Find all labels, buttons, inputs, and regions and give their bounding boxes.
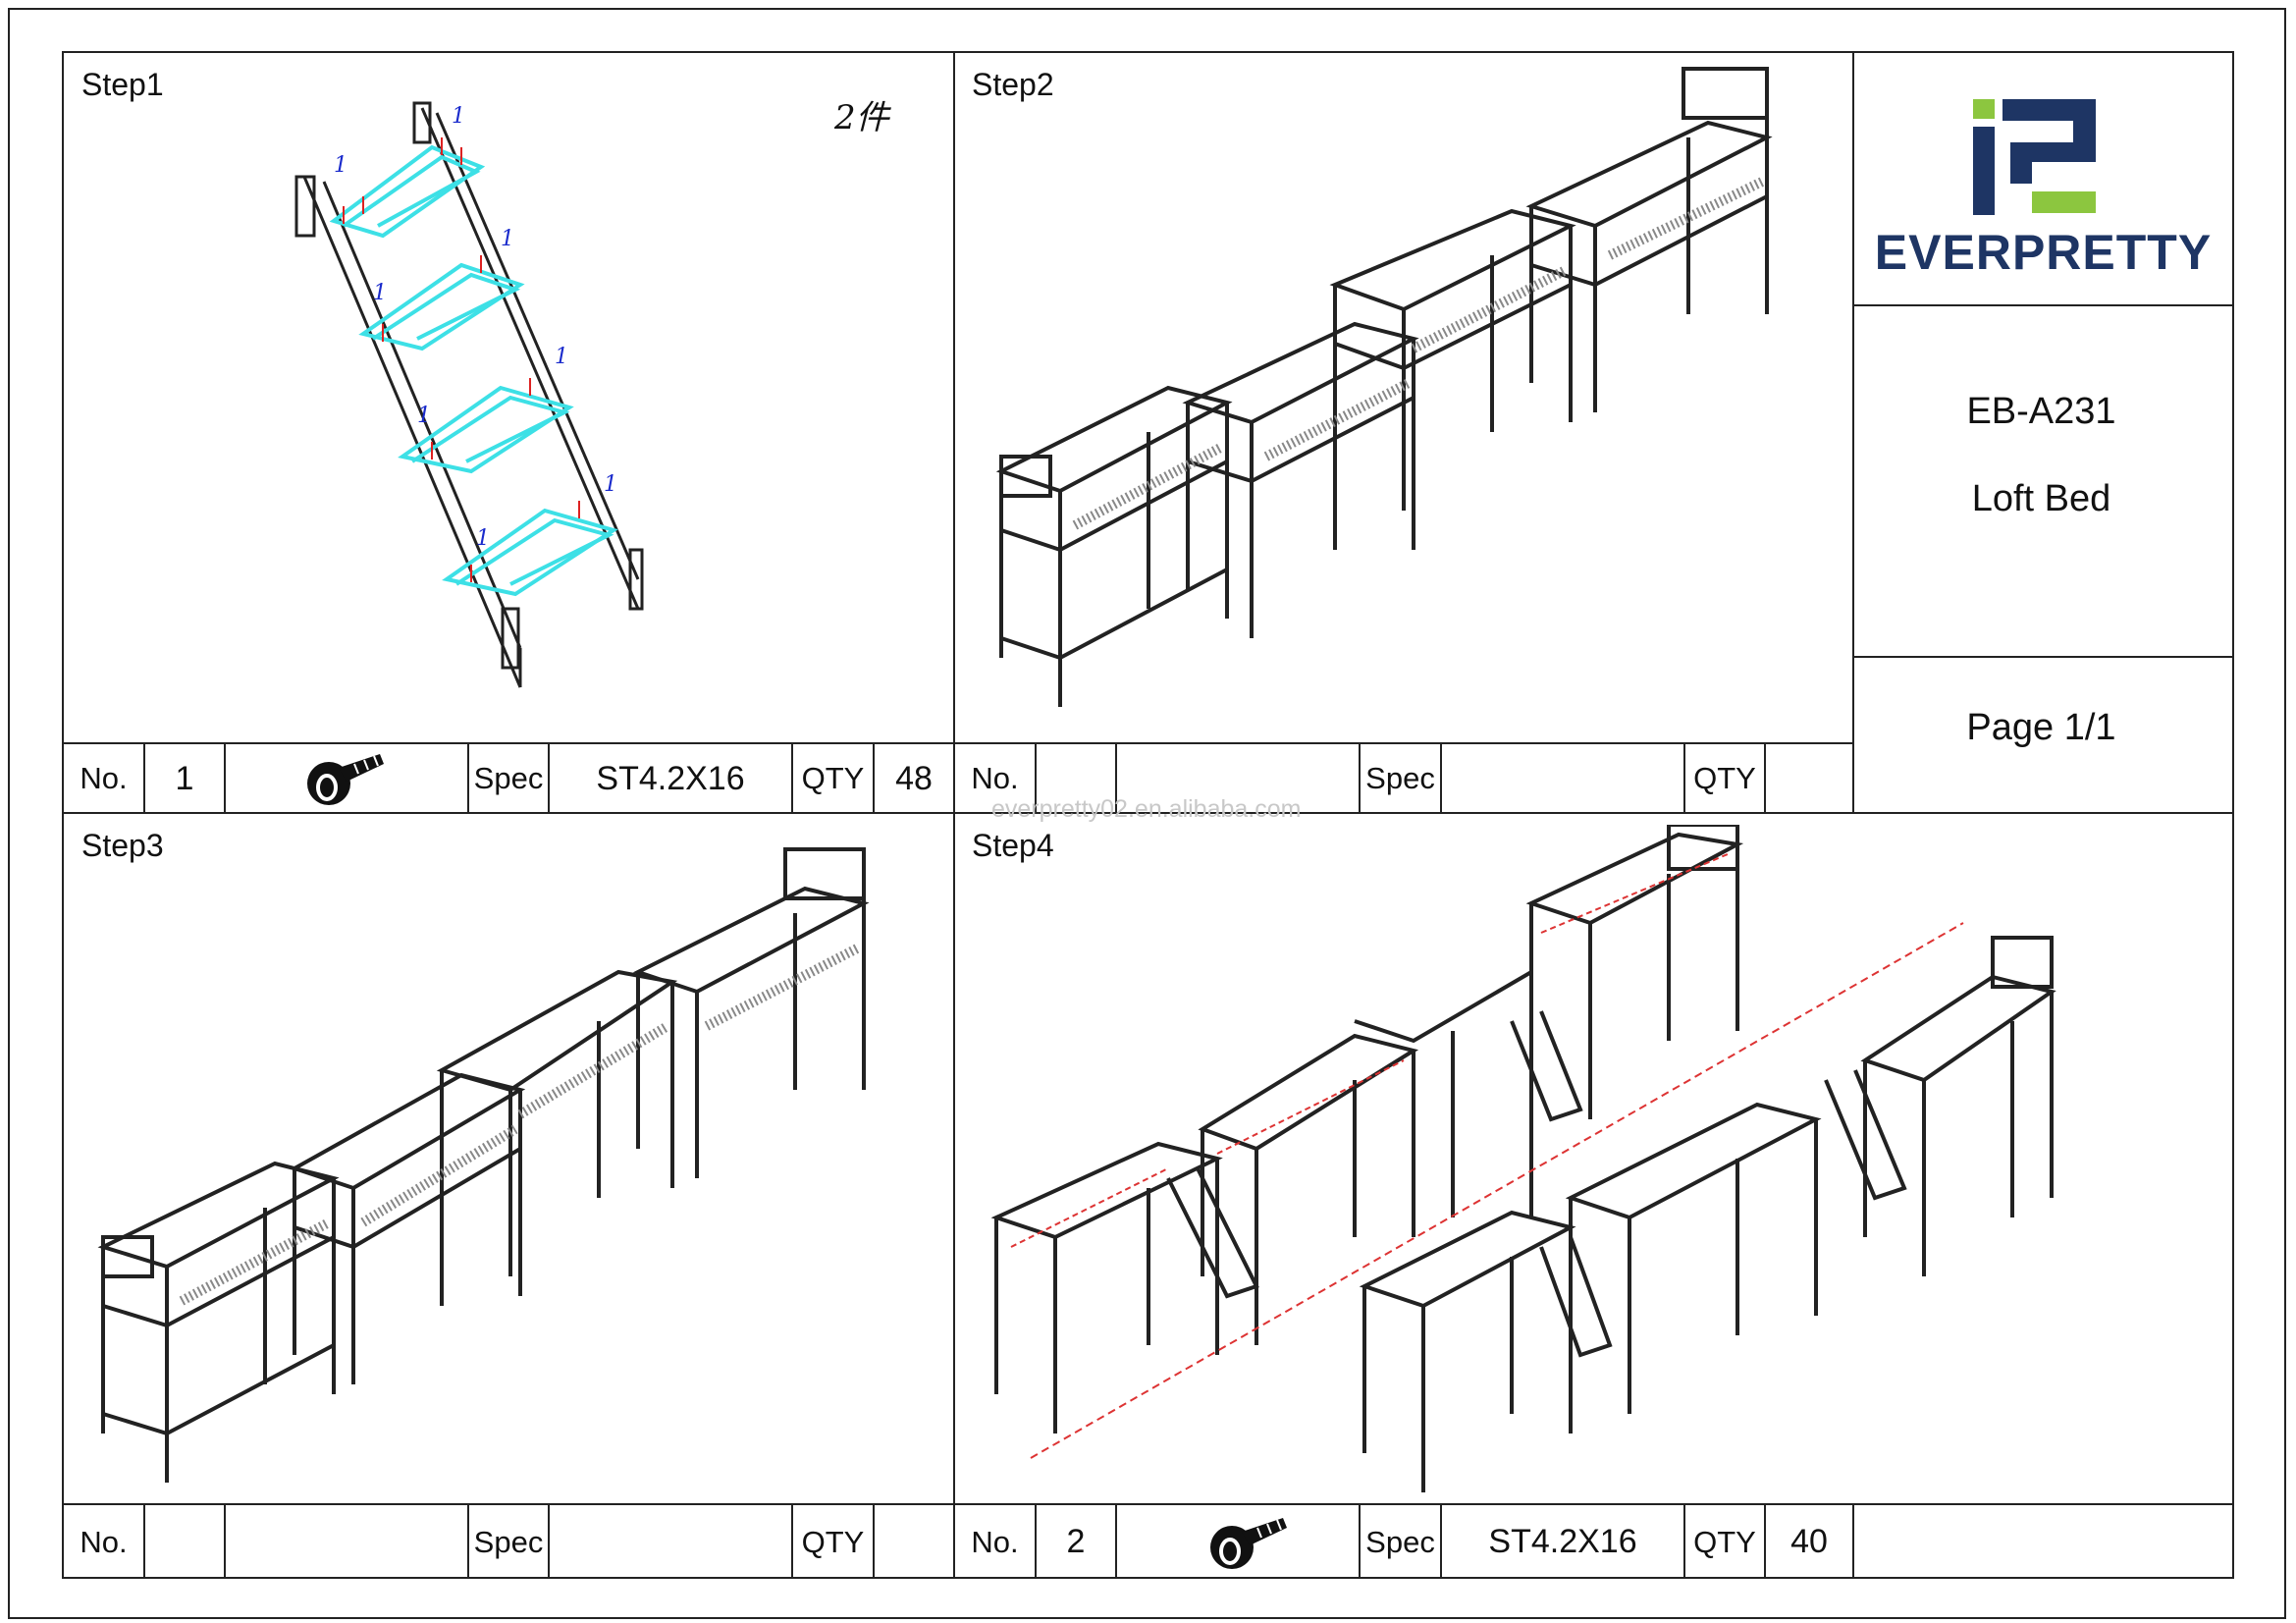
spec-value: ST4.2X16 <box>1488 1523 1637 1560</box>
spec-value: ST4.2X16 <box>596 759 745 797</box>
cell-divider <box>791 742 793 813</box>
cell-divider <box>467 742 469 813</box>
divider-h-tb-1 <box>1852 304 2234 306</box>
part-no: 1 <box>175 759 194 797</box>
part-label: 1 <box>604 472 617 497</box>
cell-divider <box>1115 742 1117 813</box>
cell-divider <box>143 742 145 813</box>
spec-label: Spec <box>473 761 544 795</box>
divider-h-partsrow-bottom <box>62 1503 2234 1505</box>
cell-divider <box>1440 742 1442 813</box>
cell-divider <box>548 1503 550 1579</box>
qty-value: 40 <box>1790 1523 1828 1560</box>
step-title: Step2 <box>972 67 1054 102</box>
cell-divider <box>1683 1503 1685 1579</box>
spec-value <box>550 1505 791 1579</box>
part-label: 1 <box>501 227 514 251</box>
quantity-note: 2件 <box>834 98 889 137</box>
cell-divider <box>953 1503 955 1579</box>
page-number: Page 1/1 <box>1966 707 2116 748</box>
cell-divider <box>224 742 226 813</box>
screw-icon <box>1210 1518 1287 1569</box>
cell-divider <box>873 742 875 813</box>
part-no <box>145 1505 224 1579</box>
divider-h-partsrow-top <box>62 742 1854 744</box>
cell-divider <box>548 742 550 813</box>
step-title: Step3 <box>81 828 164 863</box>
qty-label: QTY <box>1693 1524 1756 1559</box>
watermark: everpretty02.en.alibaba.com <box>991 795 1302 823</box>
cell-divider <box>1683 742 1685 813</box>
cell-divider <box>873 1503 875 1579</box>
step1-ladder-drawing: 1 1 1 1 1 1 1 1 <box>294 101 644 688</box>
step-title: Step4 <box>972 828 1054 863</box>
part-label: 1 <box>452 104 465 129</box>
cell-divider <box>1440 1503 1442 1579</box>
product-name: Loft Bed <box>1971 478 2111 519</box>
cell-divider <box>467 1503 469 1579</box>
step4-loft-beds-drawing <box>990 825 2056 1492</box>
part-no: 2 <box>1066 1523 1086 1560</box>
spec-label: Spec <box>1365 1524 1435 1559</box>
cell-divider <box>224 1503 226 1579</box>
part-label: 1 <box>417 404 431 428</box>
outer-frame <box>8 8 2286 1619</box>
cell-divider <box>1359 742 1361 813</box>
spec-label: Spec <box>1365 761 1435 795</box>
cell-divider <box>1035 742 1037 813</box>
qty-label: QTY <box>801 1524 865 1559</box>
qty-value <box>875 1505 953 1579</box>
screw-icon <box>307 754 384 805</box>
no-label: No. <box>80 761 128 795</box>
cell-divider <box>1764 742 1766 813</box>
part-label: 1 <box>555 345 568 369</box>
cell-divider <box>143 1503 145 1579</box>
no-label: No. <box>80 1524 128 1559</box>
qty-label: QTY <box>801 761 865 795</box>
divider-h-middle <box>62 812 2234 814</box>
step-title: Step1 <box>81 67 164 102</box>
spec-value <box>1442 744 1683 813</box>
part-label: 1 <box>334 153 347 178</box>
no-label: No. <box>971 761 1019 795</box>
divider-h-tb-2 <box>1852 656 2234 658</box>
no-label: No. <box>971 1524 1019 1559</box>
cell-divider <box>1764 1503 1766 1579</box>
brand-name: EVERPRETTY <box>1874 225 2213 280</box>
qty-value <box>1766 744 1852 813</box>
step3-loft-beds-drawing <box>97 847 870 1483</box>
model-number: EB-A231 <box>1966 391 2116 432</box>
divider-v-middle <box>953 51 955 1579</box>
part-label: 1 <box>476 526 490 551</box>
cell-divider <box>1035 1503 1037 1579</box>
step2-loft-beds-drawing <box>995 67 1773 707</box>
qty-label: QTY <box>1693 761 1756 795</box>
part-label: 1 <box>373 281 387 305</box>
everpretty-logo <box>1973 99 2096 215</box>
cell-divider <box>791 1503 793 1579</box>
spec-label: Spec <box>473 1524 544 1559</box>
cell-divider <box>1852 1503 1854 1579</box>
divider-v-titleblock <box>1852 51 1854 813</box>
drawing-sheet <box>62 51 2234 1579</box>
cell-divider <box>1115 1503 1117 1579</box>
qty-value: 48 <box>895 759 933 797</box>
cell-divider <box>1359 1503 1361 1579</box>
